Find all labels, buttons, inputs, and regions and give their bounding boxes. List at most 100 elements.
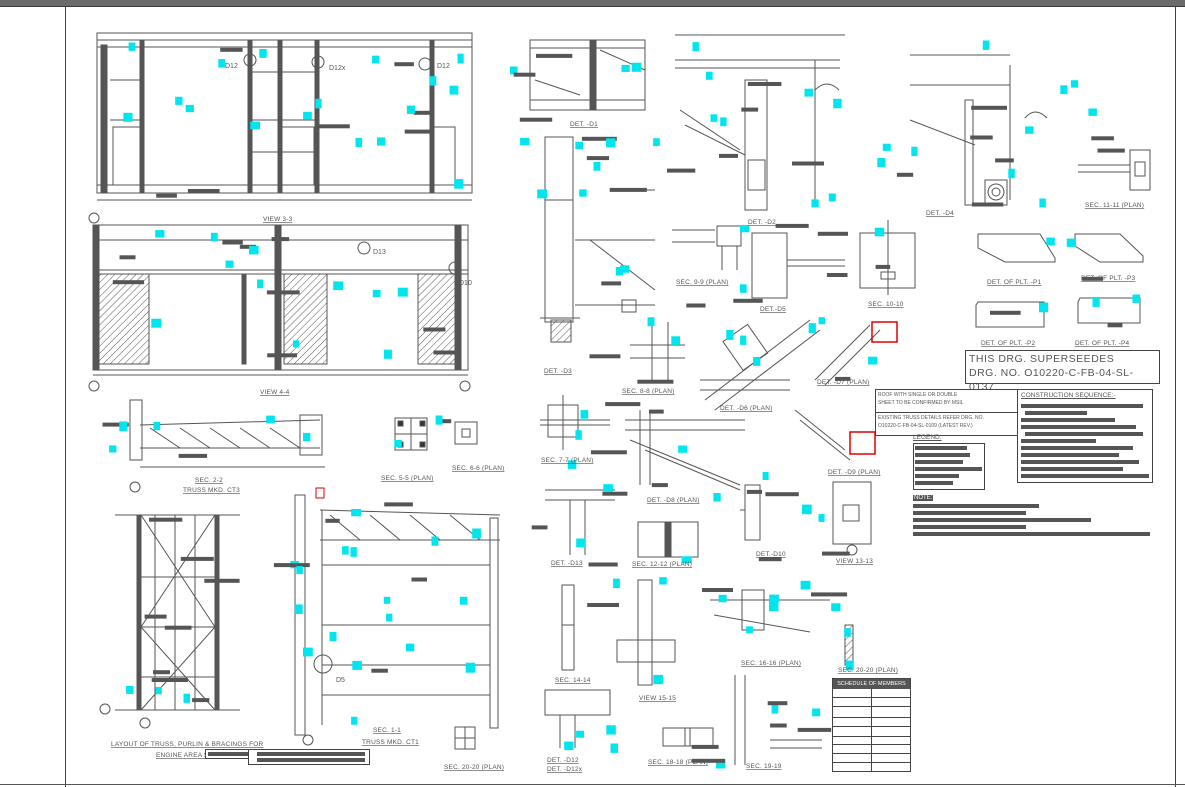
dimension-highlight — [804, 88, 814, 97]
window-title-bar — [0, 0, 1185, 7]
redacted-text — [1021, 453, 1119, 457]
annotation-marks — [102, 40, 1141, 769]
schedule-row — [833, 717, 910, 718]
truss-line2: O10220-C-FB-04-SL-0109 (LATEST REV.) — [878, 423, 973, 429]
dimension-highlight — [812, 708, 821, 717]
dimension-highlight — [845, 660, 854, 671]
redacted-text — [1025, 411, 1087, 415]
roof-line1: ROOF WITH SINGLE OR DOUBLE — [878, 392, 958, 398]
label-plt-p4: DET. OF PLT. -P4 — [1075, 340, 1130, 347]
redacted-text — [153, 670, 170, 675]
redacted-text — [1082, 276, 1103, 281]
redacted-text — [602, 491, 628, 496]
dimension-highlight — [259, 49, 267, 58]
dimension-highlight — [431, 536, 439, 546]
legend-title: LEGEND: — [913, 434, 942, 441]
redacted-text — [144, 614, 167, 619]
dimension-highlight — [350, 547, 357, 557]
supersedes-note: THIS DRG. SUPERSEEDES DRG. NO. O10220-C-… — [965, 350, 1160, 393]
redacted-text — [915, 446, 967, 450]
redacted-text — [273, 563, 310, 568]
redacted-text — [758, 557, 782, 562]
view-15-15-drawing — [616, 579, 676, 686]
dimension-highlight — [342, 546, 349, 555]
det-d1-drawing — [529, 39, 646, 111]
tag-d5: D5 — [336, 677, 345, 684]
dimension-highlight — [351, 716, 358, 725]
redacted-text — [266, 290, 300, 295]
dimension-highlight — [429, 76, 437, 86]
dimension-highlight — [1070, 80, 1079, 88]
sec-7-7-drawing — [540, 395, 610, 450]
label-view-15-15: VIEW 15-15 — [639, 695, 676, 702]
label-sec-20-20-a: SEC. 20-20 (PLAN) — [444, 764, 504, 771]
redacted-text — [156, 193, 177, 198]
schedule-row — [833, 726, 910, 727]
dimension-highlight — [218, 59, 226, 68]
dimension-highlight — [681, 556, 692, 564]
schedule-title: SCHEDULE OF MEMBERS — [833, 679, 910, 689]
det-d10-drawing — [740, 484, 761, 541]
schedule-row — [833, 697, 910, 698]
dimension-highlight — [472, 528, 481, 539]
label-sec-16-16: SEC. 16-16 (PLAN) — [741, 660, 801, 667]
dimension-highlight — [1025, 126, 1034, 134]
redacted-text — [971, 202, 1004, 207]
dimension-highlight — [377, 137, 386, 146]
label-det-d12x: DET. -D12x — [547, 766, 583, 773]
dimension-highlight — [372, 290, 381, 297]
redacted-text — [112, 280, 145, 285]
schedule-row — [833, 736, 910, 737]
dimension-highlight — [329, 631, 337, 642]
redacted-text — [1097, 148, 1125, 153]
dimension-highlight — [692, 42, 699, 52]
label-det-d3: DET. -D3 — [544, 368, 572, 375]
redacted-text — [1021, 467, 1123, 471]
redacted-text — [915, 481, 953, 485]
redacted-text — [413, 110, 434, 115]
dimension-highlight — [874, 227, 885, 237]
view-3-3-drawing — [96, 32, 473, 201]
dimension-highlight — [128, 42, 136, 51]
dimension-highlight — [1060, 85, 1068, 95]
label-det-d6: DET. -D6 (PLAN) — [720, 405, 772, 412]
label-truss-ct3: TRUSS MKD. CT3 — [183, 487, 240, 494]
dimension-highlight — [659, 577, 667, 585]
dimension-highlight — [465, 662, 476, 673]
dimension-highlight — [435, 415, 443, 425]
dimension-highlight — [296, 566, 303, 575]
redacted-text — [587, 603, 619, 607]
redacted-text — [1021, 418, 1115, 422]
redacted-text — [896, 172, 914, 177]
redacted-text — [637, 379, 674, 384]
redacted-text — [384, 502, 413, 507]
dimension-highlight — [386, 613, 393, 622]
label-sec-9-9: SEC. 9-9 (PLAN) — [676, 279, 729, 286]
redacted-text — [589, 354, 621, 359]
dimension-highlight — [762, 472, 769, 480]
redacted-text — [178, 453, 208, 458]
dimension-highlight — [610, 743, 618, 753]
dimension-highlight — [457, 53, 464, 64]
dimension-highlight — [615, 267, 624, 276]
label-sec-20-20-b: SEC. 20-20 (PLAN) — [838, 667, 898, 674]
dimension-highlight — [355, 137, 363, 147]
redacted-text — [325, 518, 340, 523]
dimension-highlight — [653, 674, 663, 685]
dimension-highlight — [706, 71, 713, 80]
label-sec-5-5: SEC. 5-5 (PLAN) — [381, 475, 434, 482]
dimension-highlight — [109, 445, 117, 453]
supersedes-line1: THIS DRG. SUPERSEEDES — [969, 353, 1115, 365]
redacted-text — [1021, 474, 1149, 478]
dimension-highlight — [911, 146, 918, 157]
det-d12-drawing — [544, 689, 611, 748]
label-det-d4: DET. -D4 — [926, 210, 954, 217]
dimension-highlight — [720, 117, 727, 127]
grid-bubbles — [88, 212, 471, 746]
dimension-highlight — [593, 162, 601, 171]
redacted-text — [775, 223, 809, 228]
label-plt-p2: DET. OF PLT. -P2 — [981, 340, 1036, 347]
redacted-text — [102, 422, 129, 427]
redacted-text — [915, 474, 959, 478]
